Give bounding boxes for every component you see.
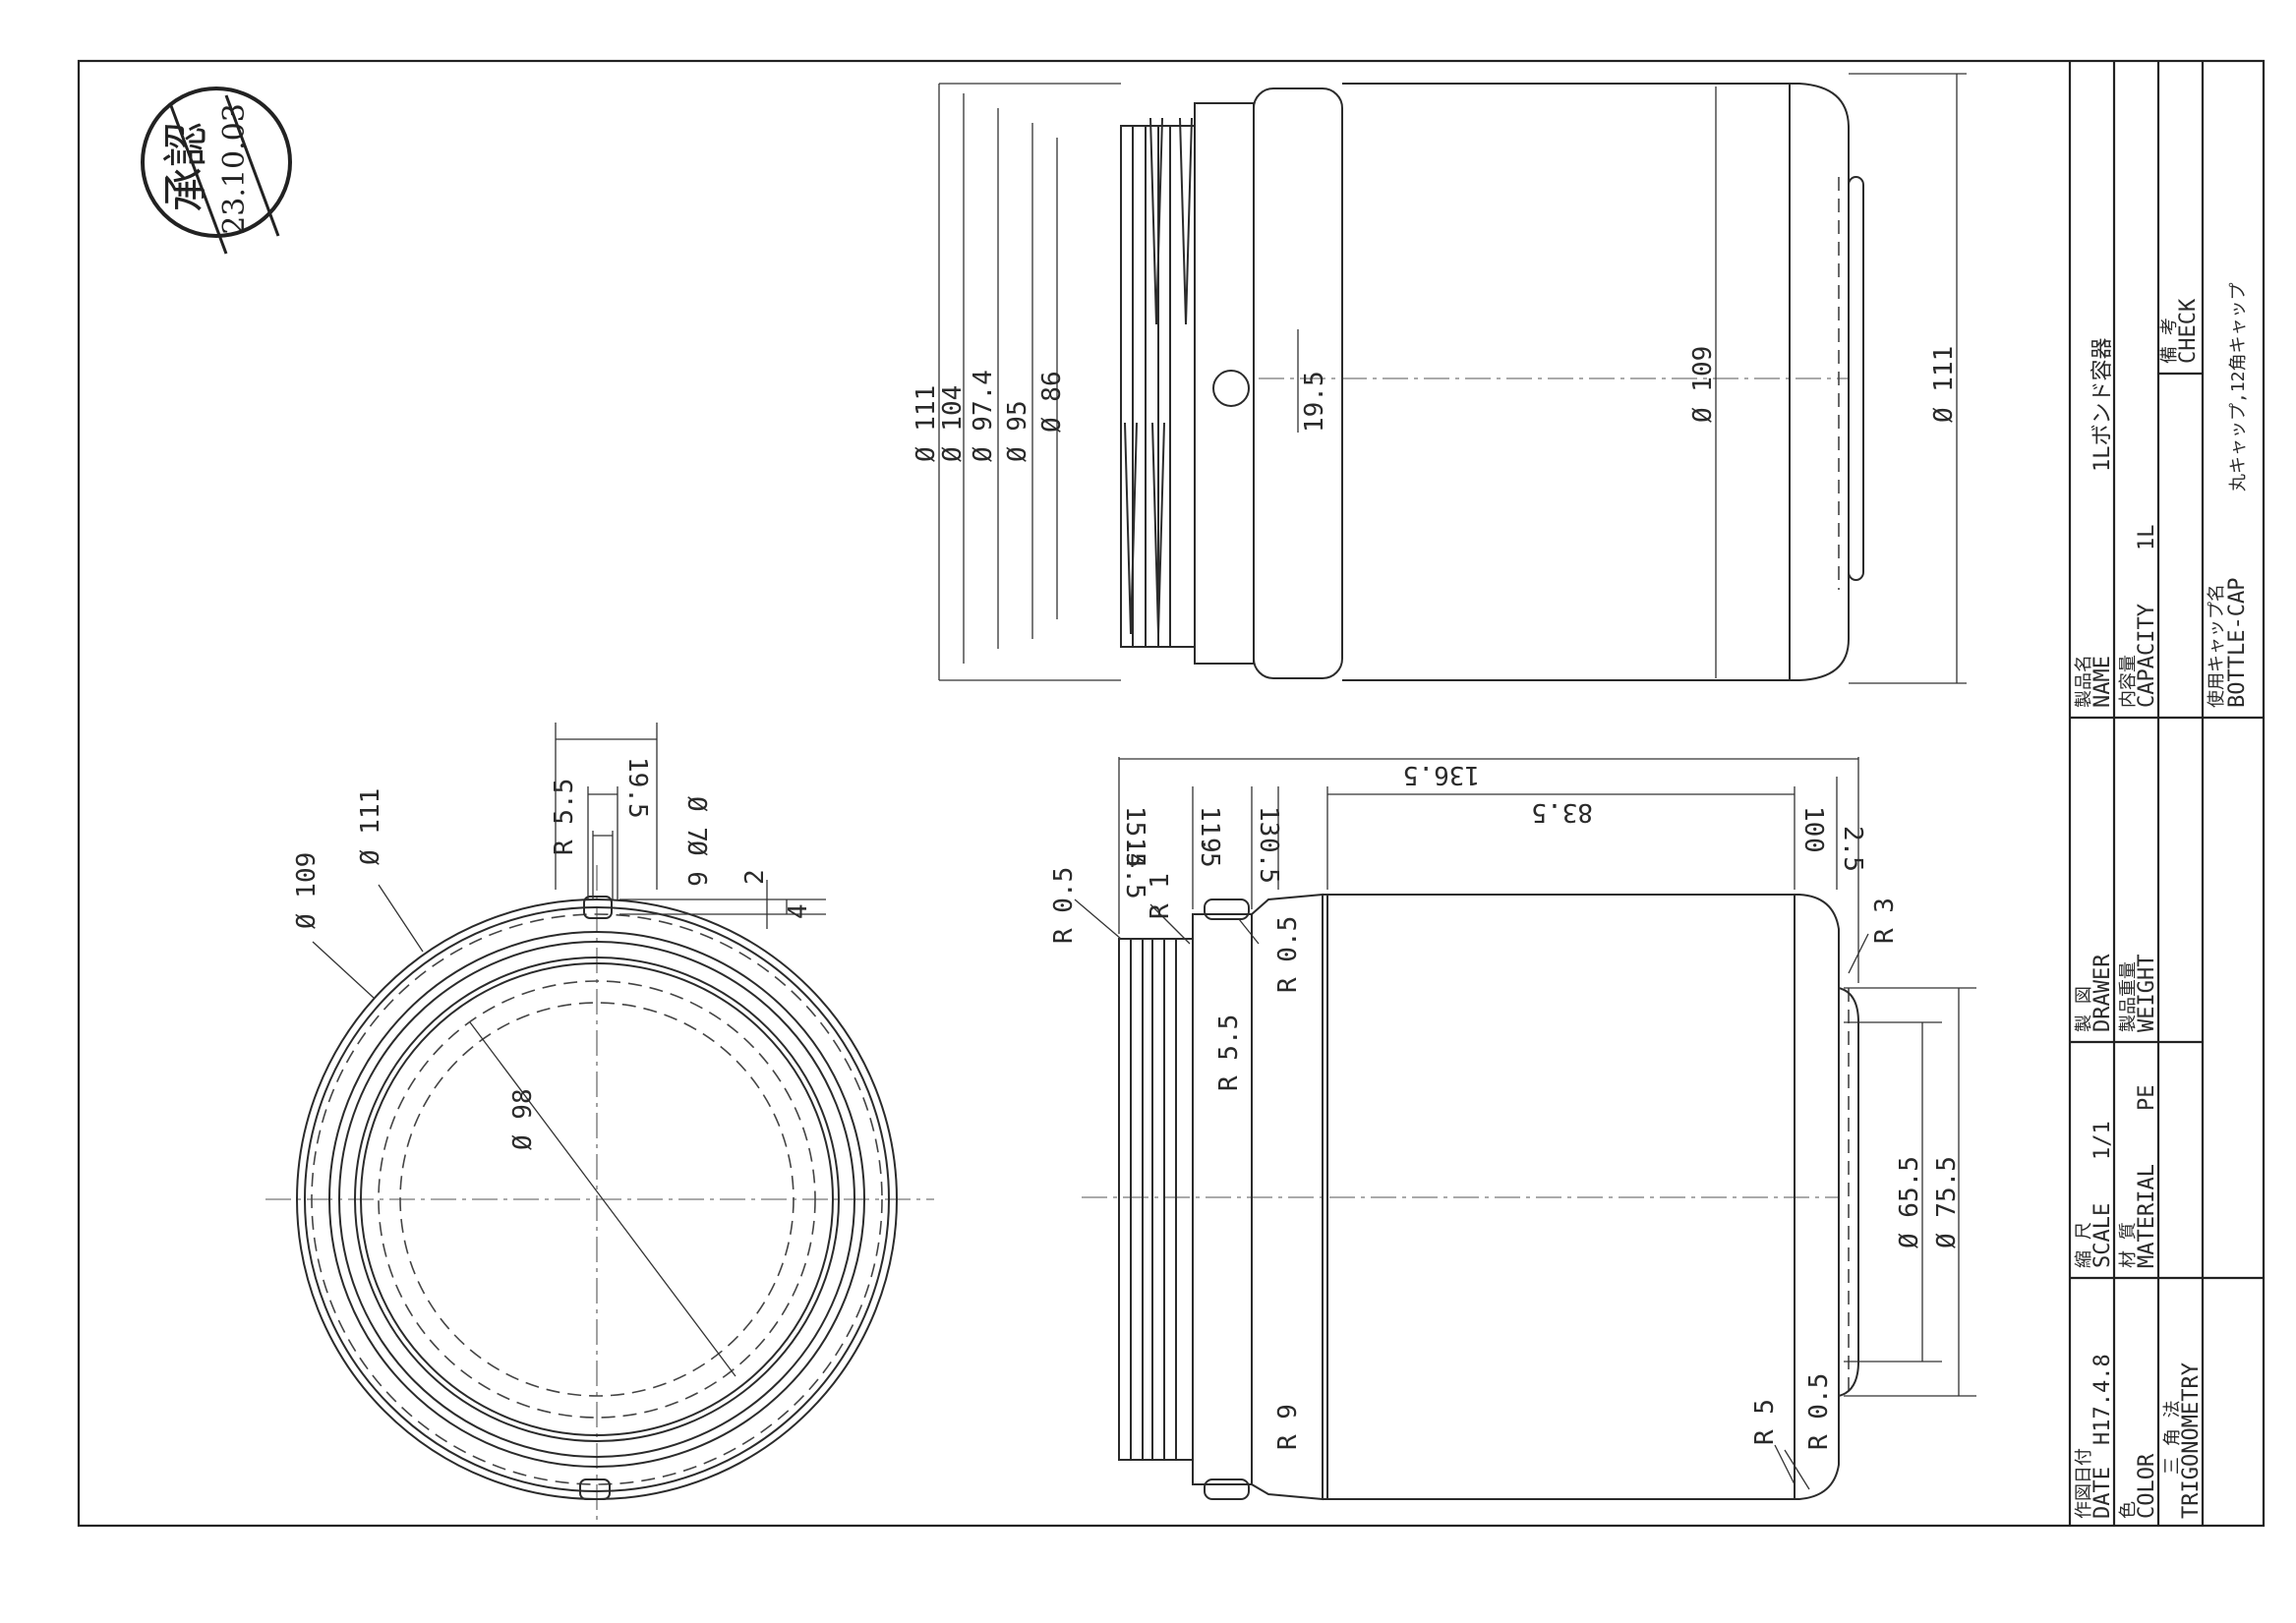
cap-label: BOTTLE-CAP [2225,578,2250,708]
scale-value: 1/1 [2090,1121,2115,1160]
dim-side-15-5: 15.5 [1120,806,1149,868]
name-label-jp: 製品名 [2074,655,2094,708]
weight-label: WEIGHT [2135,955,2159,1032]
dim-top-2: 2 [740,869,770,885]
title-block [2070,61,2264,1526]
dim-top-4: 4 [784,903,813,919]
color-label: COLOR [2135,1453,2159,1519]
dim-side-14-5: 14.5 [1120,838,1149,899]
dim-top-r5-5: R 5.5 [550,779,579,855]
dim-sec-d104: Ø 104 [938,385,968,462]
material-label: MATERIAL [2135,1164,2159,1268]
dim-side-r3: R 3 [1870,898,1900,944]
dim-top-d7: Ø 7 [681,796,711,842]
dim-side-r0-5-b: R 0.5 [1273,916,1303,993]
dim-sec-d111-b: Ø 111 [1929,346,1959,423]
dim-side-9: 9 [1195,838,1224,853]
dim-top-d109: Ø 109 [292,852,322,929]
sheet-border [77,59,2266,1528]
dim-side-13: 13 [1254,806,1283,837]
stamp-date: 23.10.03 [217,103,252,235]
dim-side-11-5: 11.5 [1195,806,1224,868]
check-label: CHECK [2176,298,2201,364]
dim-top-d111: Ø 111 [356,788,385,865]
dim-side-0: 0 [1798,838,1828,853]
weight-label-jp: 製品重量 [2118,961,2139,1032]
method-label: TRIGONOMETRY [2179,1362,2204,1519]
top-view [265,723,934,1524]
capacity-label-jp: 内容量 [2118,655,2139,708]
color-label-jp: 色 [2118,1501,2139,1519]
date-value: H17.4.8 [2090,1354,2115,1445]
check-label-jp: 備 考 [2159,318,2180,364]
dim-side-body: 83.5 [1531,797,1593,827]
dim-side-0-5: 0.5 [1254,838,1283,884]
dim-side-r0-5-a: R 0.5 [1049,867,1079,944]
dim-top-19-5: 19.5 [622,757,652,819]
dim-side-d75-5: Ø 75.5 [1932,1156,1962,1248]
dim-side-d65-5: Ø 65.5 [1895,1156,1924,1248]
dim-sec-d109: Ø 109 [1688,346,1718,423]
dim-side-r1: R 1 [1146,873,1175,919]
drawer-label-jp: 製 図 [2074,986,2094,1032]
stamp-kanji: 承認 [159,122,212,212]
method-label-jp: 三 角 法 [2162,1400,2183,1475]
dim-sec-d97-4: Ø 97.4 [969,370,998,462]
name-value: 1Lボンド容器 [2090,338,2115,473]
dim-top-d6: Ø 6 [681,840,711,887]
drawer-label: DRAWER [2090,954,2115,1032]
approval-stamp: 承認 23.10.03 [141,87,292,255]
dim-sec-d111-a: Ø 111 [912,385,941,462]
cap-value: 丸キャップ,12角キャップ [2228,282,2249,492]
dim-sec-d86: Ø 86 [1037,371,1067,433]
scale-label: SCALE [2090,1203,2115,1268]
side-view [1074,757,1976,1501]
cap-label-jp: 使用キャップ名 [2207,584,2227,708]
dim-sec-d95: Ø 95 [1003,400,1032,462]
date-label-jp: 作図日付 [2074,1448,2094,1519]
dim-side-r5-5: R 5.5 [1214,1014,1244,1091]
dim-side-r5: R 5 [1750,1399,1780,1445]
material-value: PE [2135,1085,2159,1112]
dim-side-r0-5-c: R 0.5 [1804,1373,1834,1450]
scale-label-jp: 縮 尺 [2074,1222,2094,1268]
name-label: NAME [2090,656,2115,708]
dim-side-r9: R 9 [1273,1404,1303,1450]
section-view [938,73,1967,684]
dim-side-10: 10 [1798,806,1828,837]
capacity-label: CAPACITY [2135,604,2159,708]
material-label-jp: 材 質 [2118,1222,2139,1268]
capacity-value: 1L [2135,525,2159,551]
dim-top-d98: Ø 98 [508,1088,538,1150]
date-label: DATE [2090,1467,2115,1519]
dim-side-2-5: 2.5 [1838,826,1867,872]
dim-side-total: 136.5 [1403,760,1480,789]
dim-sec-19-5: 19.5 [1300,371,1329,433]
